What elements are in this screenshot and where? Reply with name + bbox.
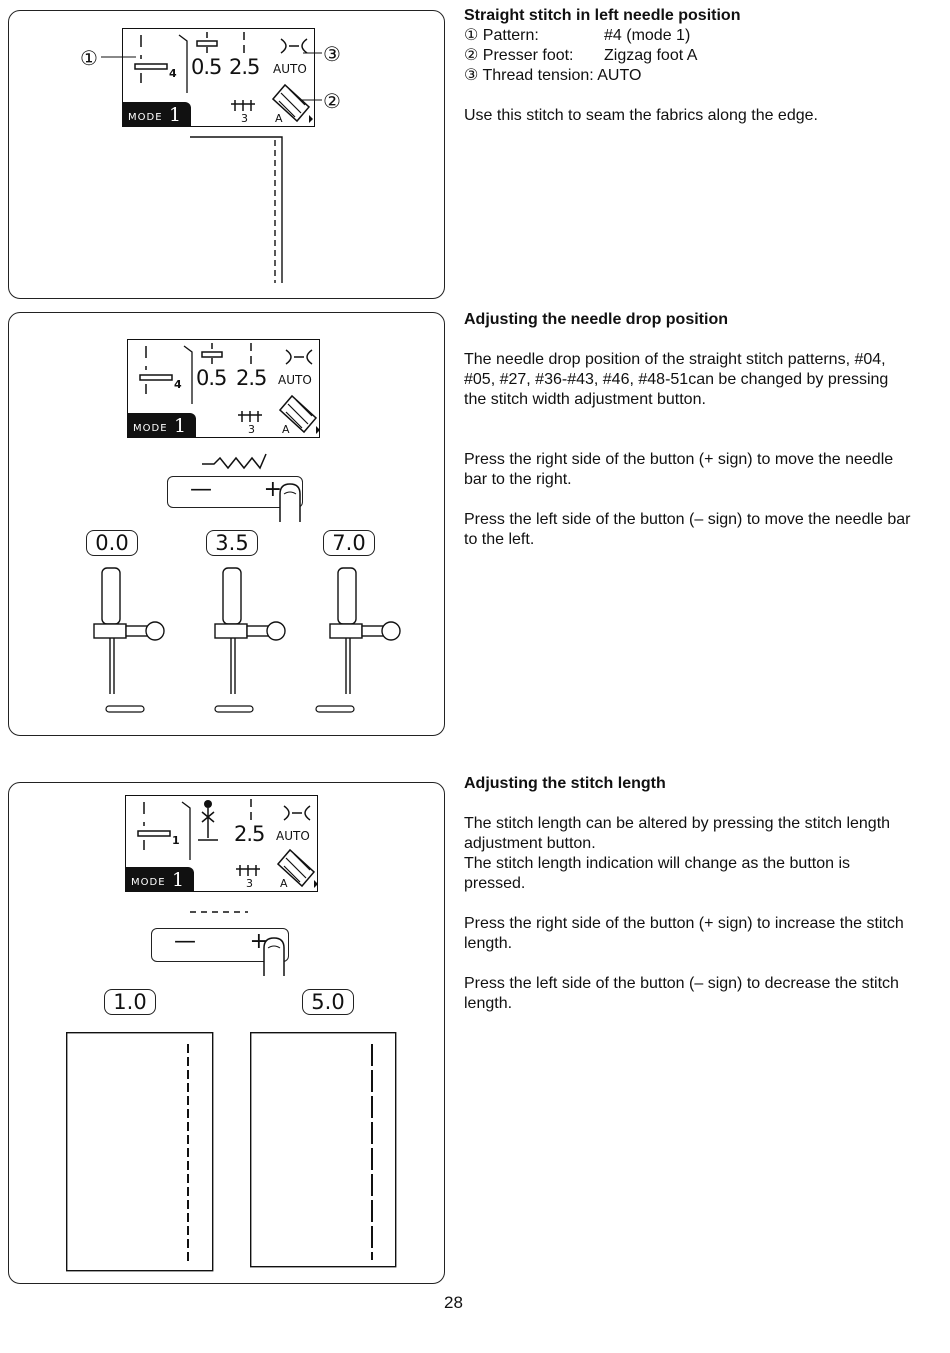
stitch-length-value: 2.5 [229,55,260,79]
length-icon [243,32,245,53]
tension-value: AUTO [276,829,310,843]
feed-dog-icon [236,865,260,876]
page-number: 28 [444,1293,463,1312]
spec-pattern: ① Pattern: #4 (mode 1) [464,27,691,44]
figure-panel-1 [8,10,445,299]
section3-para3: Press the left side of the button (– sig… [464,975,899,1012]
section2-para3: Press the left side of the button (– sig… [464,511,911,548]
zigzag-width-icon [202,453,267,470]
section3-para2: Press the right side of the button (+ si… [464,915,904,952]
spec-presser-foot: ② Presser foot: Zigzag foot A [464,47,698,64]
needle-position-7: 7.0 [323,530,375,556]
length-icon [250,799,252,820]
section3-para1: The stitch length can be altered by pres… [464,815,891,852]
pattern-number: 4 [174,378,182,391]
width-icon [196,32,218,53]
presser-foot-icon [276,848,318,888]
feed-value: 3 [246,877,253,890]
fabric-sample-long-stitch [249,1031,397,1268]
feed-value: 3 [248,423,255,436]
section3-text: Adjusting the stitch length The stitch l… [464,774,914,1014]
finger-icon [279,483,301,522]
callout-lines [101,52,322,283]
lcd-display-3: 1 2.5 AUTO MODE 1 3 A [125,795,318,892]
spec-thread-tension: ③ Thread tension: AUTO [464,67,642,84]
lcd-display-2: 4 0.5 2.5 AUTO MODE 1 3 A [127,339,320,438]
feed-value: 3 [241,112,248,125]
section2-text: Adjusting the needle drop position The n… [464,310,914,550]
feed-dog-icon [231,100,255,111]
stitch-length-5-0: 5.0 [302,989,354,1015]
figure-panel-3 [8,782,445,1284]
presser-foot-icon [271,83,313,123]
tension-icon [280,38,308,54]
finger-icon [263,937,285,976]
tension-icon [283,805,311,821]
callout-1: ① [80,46,98,70]
pattern-number: 1 [172,834,180,847]
width-icon [201,343,223,364]
foot-letter: A [275,112,283,125]
section1-body: Use this stitch to seam the fabrics alon… [464,107,818,124]
mode-indicator: MODE 1 [128,413,196,437]
section1-title: Straight stitch in left needle position [464,7,741,24]
straight-stitch-icon [134,34,188,93]
needle-stop-icon [198,800,218,841]
minus-sign[interactable]: — [190,477,212,502]
minus-sign[interactable]: — [174,929,196,954]
callout-2: ② [323,89,341,113]
stitch-length-value: 2.5 [234,822,265,846]
section2-title: Adjusting the needle drop position [464,311,728,328]
straight-stitch-icon [137,801,191,860]
section1-text: Straight stitch in left needle position … [464,6,914,126]
length-icon [250,343,252,364]
needle-bar-center-icon [214,567,286,713]
mode-indicator: MODE 1 [126,867,194,891]
plus-sign[interactable]: + [263,477,282,502]
stitch-width-value: 0.5 [196,366,227,390]
straight-stitch-icon [139,345,193,404]
stitch-width-value: 0.5 [191,55,222,79]
pattern-number: 4 [169,67,177,80]
callout-3: ③ [323,42,341,66]
stitch-width-button[interactable]: — + [167,476,303,508]
feed-dog-icon [238,411,262,422]
lcd-display-1: 4 0.5 2.5 AUTO MODE 1 3 A [122,28,315,127]
needle-position-0: 0.0 [86,530,138,556]
section2-para1: The needle drop position of the straight… [464,351,889,408]
stitch-length-value: 2.5 [236,366,267,390]
presser-foot-icon [278,394,320,434]
tension-icon [285,349,313,365]
section3-title: Adjusting the stitch length [464,775,666,792]
foot-letter: A [280,877,288,890]
needle-bar-left-icon [93,567,165,713]
figure-panel-2 [8,312,445,736]
stitch-length-1-0: 1.0 [104,989,156,1015]
tension-value: AUTO [273,62,307,76]
needle-position-3-5: 3.5 [206,530,258,556]
section3-para1b: The stitch length indication will change… [464,855,851,892]
fabric-sample-short-stitch [65,1031,214,1272]
straight-stitch-length-icon [190,911,248,913]
foot-letter: A [282,423,290,436]
needle-bar-right-icon [315,567,401,713]
mode-indicator: MODE 1 [123,102,191,126]
section2-para2: Press the right side of the button (+ si… [464,451,894,488]
tension-value: AUTO [278,373,312,387]
